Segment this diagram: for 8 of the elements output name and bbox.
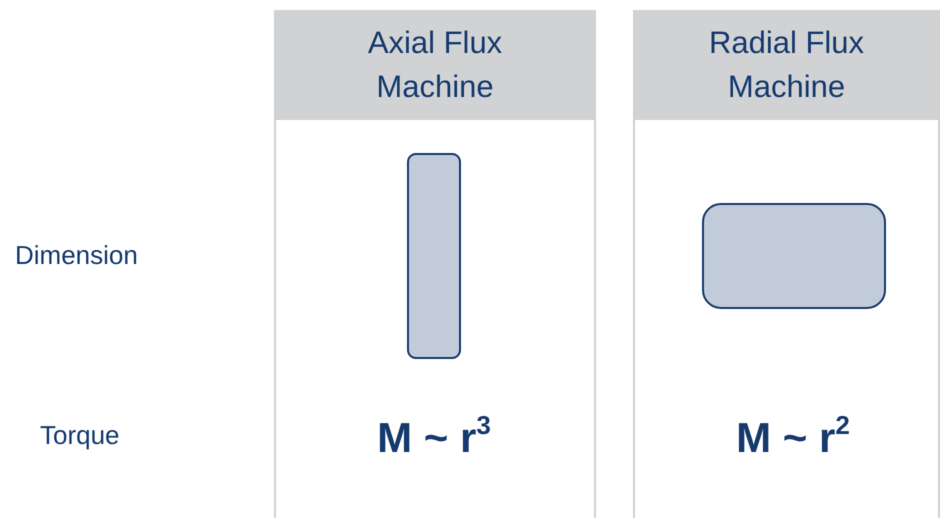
column-header: Radial Flux Machine <box>635 10 938 120</box>
torque-formula: M ~ r$^{3}$ <box>376 410 492 462</box>
row-label: Dimension <box>15 240 138 271</box>
torque-formula: M ~ r$^{2}$ <box>735 410 851 462</box>
column-header: Axial Flux Machine <box>276 10 594 120</box>
dimension-shape <box>407 153 461 359</box>
row-label: Torque <box>40 420 120 451</box>
dimension-shape <box>702 203 886 309</box>
